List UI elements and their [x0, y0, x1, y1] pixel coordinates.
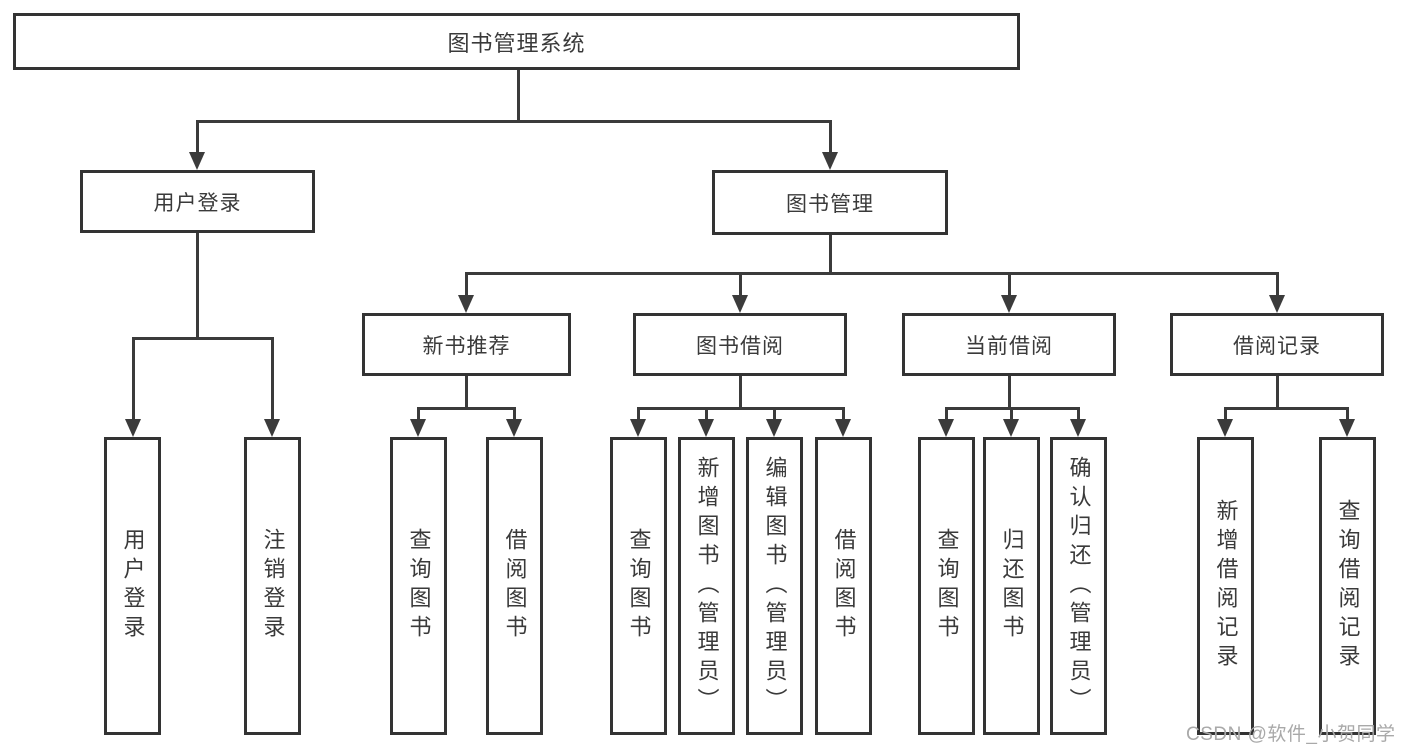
connector-line — [842, 407, 845, 421]
node-current-borrowing-label: 当前借阅 — [965, 334, 1053, 358]
arrowhead-down-icon — [1269, 295, 1285, 313]
connector-line — [196, 120, 832, 123]
arrowhead-down-icon — [766, 419, 782, 437]
leaf-borrow-add-books-admin-label: 新增图书（管理员） — [694, 455, 720, 717]
leaf-borrow-edit-books-admin-label: 编辑图书（管理员） — [762, 455, 788, 717]
leaf-recommend-query-books: 查询图书 — [390, 437, 447, 735]
node-new-book-recommendation-label: 新书推荐 — [422, 334, 511, 358]
arrowhead-down-icon — [125, 419, 141, 437]
connector-line — [1276, 376, 1279, 407]
leaf-records-add-record-label: 新增借阅记录 — [1213, 499, 1239, 673]
node-book-borrowing: 图书借阅 — [633, 313, 847, 376]
connector-line — [705, 407, 708, 421]
leaf-borrow-add-books-admin: 新增图书（管理员） — [678, 437, 735, 735]
connector-line — [417, 407, 420, 421]
connector-line — [773, 407, 776, 421]
leaf-borrow-borrow-books: 借阅图书 — [815, 437, 872, 735]
connector-line — [465, 376, 468, 407]
leaf-logout-label: 注销登录 — [260, 528, 286, 644]
arrowhead-down-icon — [1070, 419, 1086, 437]
connector-line — [465, 272, 1279, 275]
arrowhead-down-icon — [1003, 419, 1019, 437]
leaf-current-confirm-return-admin: 确认归还（管理员） — [1050, 437, 1107, 735]
node-user-login: 用户登录 — [80, 170, 315, 233]
connector-line — [1077, 407, 1080, 421]
connector-line — [1010, 407, 1013, 421]
node-user-login-label: 用户登录 — [153, 191, 242, 215]
connector-line — [517, 70, 520, 120]
node-book-management-label: 图书管理 — [786, 192, 874, 216]
node-book-management: 图书管理 — [712, 170, 948, 235]
leaf-records-add-record: 新增借阅记录 — [1197, 437, 1254, 735]
node-root-label: 图书管理系统 — [447, 30, 586, 56]
leaf-current-return-books-label: 归还图书 — [999, 528, 1025, 644]
arrowhead-down-icon — [506, 419, 522, 437]
arrowhead-down-icon — [189, 152, 205, 170]
connector-line — [637, 407, 640, 421]
node-book-borrowing-label: 图书借阅 — [696, 334, 784, 358]
connector-line — [1008, 272, 1011, 297]
arrowhead-down-icon — [732, 295, 748, 313]
connector-line — [739, 272, 742, 297]
leaf-current-confirm-return-admin-label: 确认归还（管理员） — [1066, 455, 1092, 717]
connector-line — [196, 120, 199, 154]
node-current-borrowing: 当前借阅 — [902, 313, 1116, 376]
connector-line — [637, 407, 845, 410]
connector-line — [132, 337, 274, 340]
leaf-current-return-books: 归还图书 — [983, 437, 1040, 735]
arrowhead-down-icon — [410, 419, 426, 437]
leaf-records-query-record: 查询借阅记录 — [1319, 437, 1376, 735]
connector-line — [465, 272, 468, 297]
connector-line — [271, 337, 274, 421]
connector-line — [1224, 407, 1227, 421]
arrowhead-down-icon — [1001, 295, 1017, 313]
node-borrowing-records: 借阅记录 — [1170, 313, 1384, 376]
leaf-recommend-borrow-books-label: 借阅图书 — [502, 528, 528, 644]
connector-line — [945, 407, 948, 421]
connector-line — [196, 233, 199, 337]
connector-line — [1008, 376, 1011, 407]
leaf-records-query-record-label: 查询借阅记录 — [1335, 499, 1361, 673]
connector-line — [513, 407, 516, 421]
leaf-logout: 注销登录 — [244, 437, 301, 735]
arrowhead-down-icon — [698, 419, 714, 437]
leaf-user-login: 用户登录 — [104, 437, 161, 735]
connector-line — [1276, 272, 1279, 297]
arrowhead-down-icon — [630, 419, 646, 437]
connector-line — [417, 407, 516, 410]
connector-line — [739, 376, 742, 407]
connector-line — [829, 235, 832, 272]
leaf-borrow-query-books-label: 查询图书 — [626, 528, 652, 644]
arrowhead-down-icon — [264, 419, 280, 437]
arrowhead-down-icon — [1217, 419, 1233, 437]
arrowhead-down-icon — [458, 295, 474, 313]
connector-line — [829, 120, 832, 154]
arrowhead-down-icon — [938, 419, 954, 437]
leaf-borrow-edit-books-admin: 编辑图书（管理员） — [746, 437, 803, 735]
leaf-borrow-query-books: 查询图书 — [610, 437, 667, 735]
connector-line — [1346, 407, 1349, 421]
node-borrowing-records-label: 借阅记录 — [1233, 334, 1321, 358]
node-root: 图书管理系统 — [13, 13, 1020, 70]
leaf-recommend-query-books-label: 查询图书 — [406, 528, 432, 644]
arrowhead-down-icon — [822, 152, 838, 170]
arrowhead-down-icon — [835, 419, 851, 437]
arrowhead-down-icon — [1339, 419, 1355, 437]
leaf-recommend-borrow-books: 借阅图书 — [486, 437, 543, 735]
connector-line — [1224, 407, 1349, 410]
leaf-user-login-label: 用户登录 — [120, 528, 146, 644]
leaf-current-query-books: 查询图书 — [918, 437, 975, 735]
leaf-current-query-books-label: 查询图书 — [934, 528, 960, 644]
connector-line — [132, 337, 135, 421]
leaf-borrow-borrow-books-label: 借阅图书 — [831, 528, 857, 644]
csdn-watermark: CSDN @软件_小贺同学 — [1186, 724, 1396, 745]
node-new-book-recommendation: 新书推荐 — [362, 313, 571, 376]
